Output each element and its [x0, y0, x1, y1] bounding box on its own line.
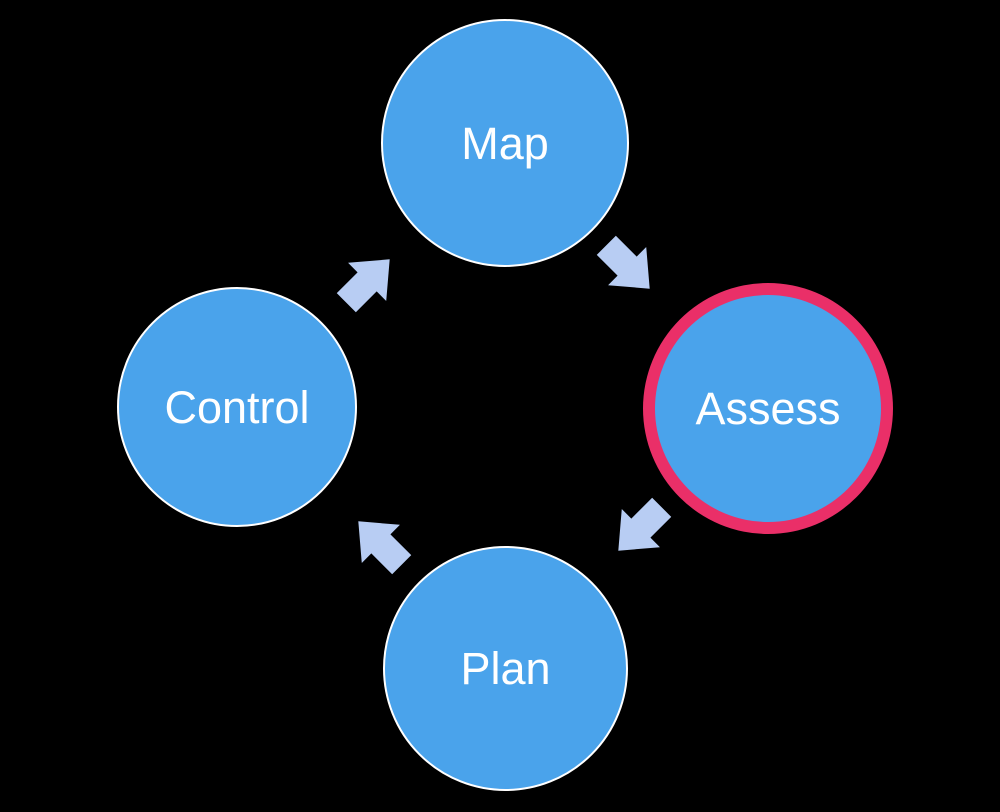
node-control-label: Control [164, 381, 310, 433]
arrow-control-to-map [327, 240, 409, 322]
block-arrow-icon [596, 235, 650, 289]
arrow-assess-to-plan [599, 488, 681, 570]
node-assess-label: Assess [695, 383, 841, 434]
node-plan: Plan [383, 546, 628, 791]
block-arrow-icon [358, 521, 412, 575]
arrow-map-to-assess [587, 226, 669, 308]
block-arrow-icon [618, 497, 672, 551]
arrow-plan-to-control [339, 502, 421, 584]
node-map-label: Map [461, 117, 549, 169]
node-assess: Assess [643, 283, 893, 534]
node-plan-label: Plan [460, 643, 551, 694]
block-arrow-icon [336, 259, 390, 313]
node-control: Control [117, 287, 357, 527]
node-map: Map [381, 19, 629, 267]
